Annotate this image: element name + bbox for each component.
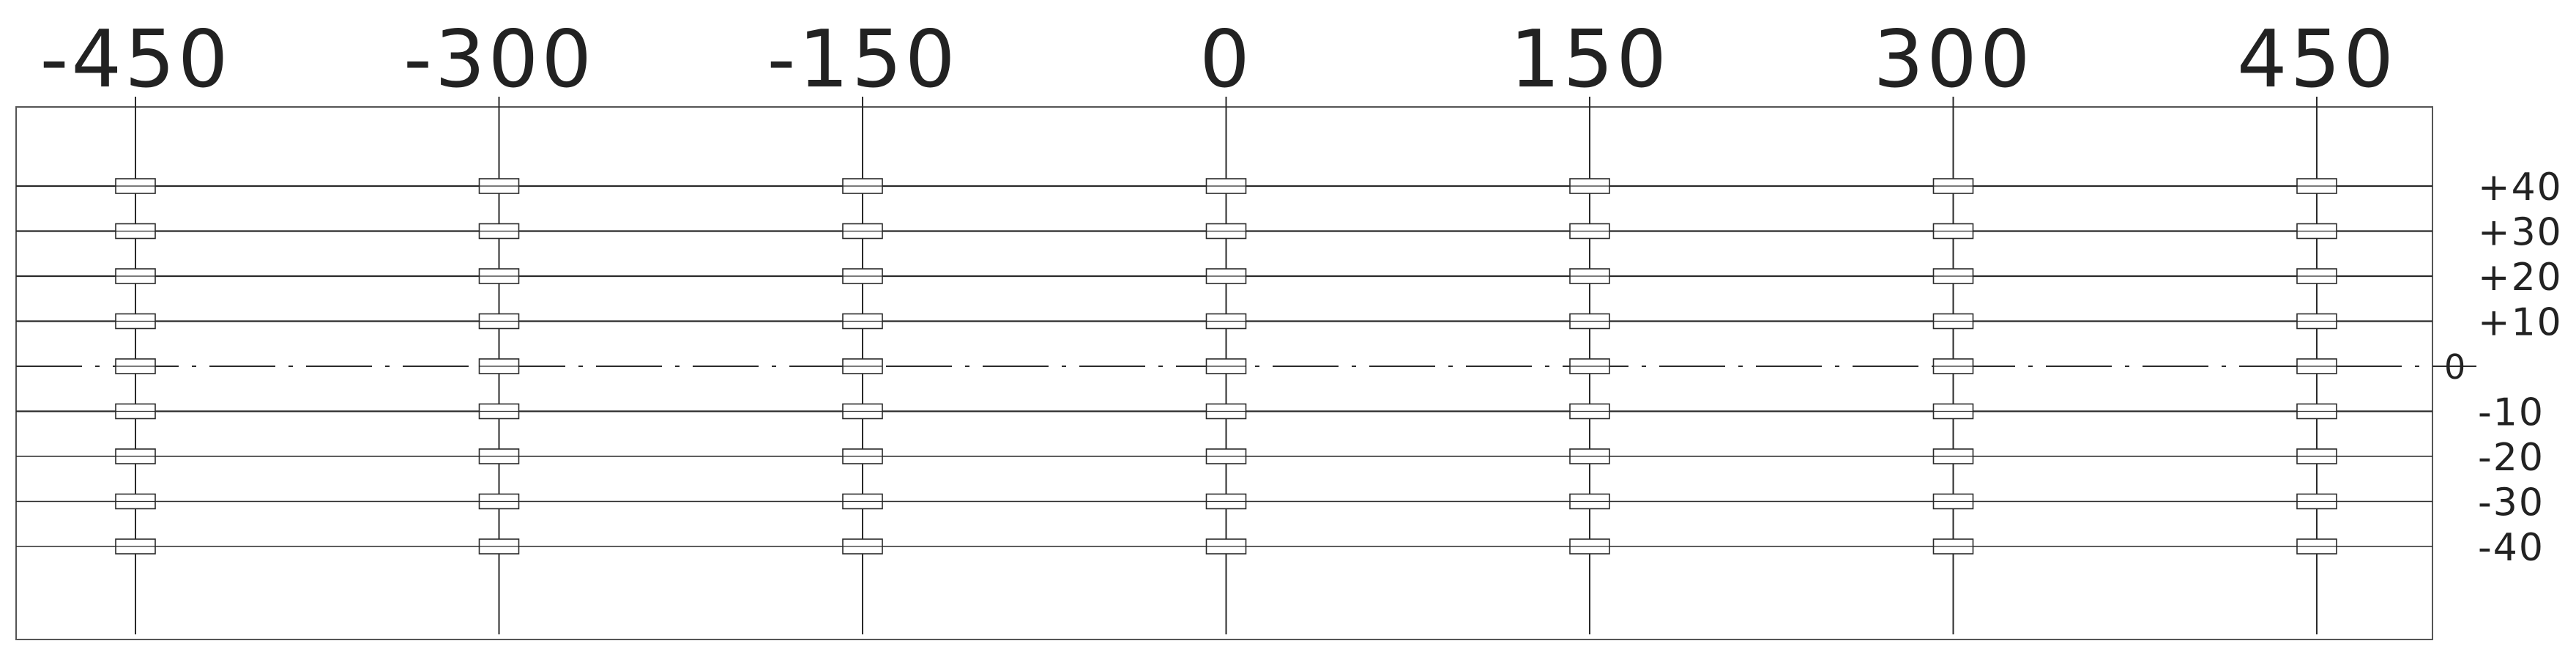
row-label: +40 (2478, 166, 2563, 210)
diagram-frame (15, 106, 2433, 640)
row-label: -10 (2478, 391, 2545, 435)
row-label: -40 (2478, 526, 2545, 570)
column-label: 0 (1199, 14, 1253, 105)
row-label: +30 (2478, 211, 2563, 255)
column-label: -450 (40, 14, 231, 105)
row-label: -30 (2478, 481, 2545, 525)
row-label: +20 (2478, 256, 2563, 300)
row-label: -20 (2478, 436, 2545, 480)
column-label: 150 (1510, 14, 1669, 105)
intersection-markers (115, 178, 2337, 555)
column-label: -150 (767, 14, 958, 105)
axis-labels: +40+30+20+10 0 -10-20-30-40 -450 -300 -150 0 15… (40, 14, 2563, 570)
column-label: 450 (2237, 14, 2397, 105)
outer-frame (15, 106, 2433, 640)
row-label: +10 (2478, 301, 2563, 345)
row-label: 0 (2444, 347, 2465, 387)
column-label: -300 (403, 14, 595, 105)
column-label: 300 (1873, 14, 2033, 105)
